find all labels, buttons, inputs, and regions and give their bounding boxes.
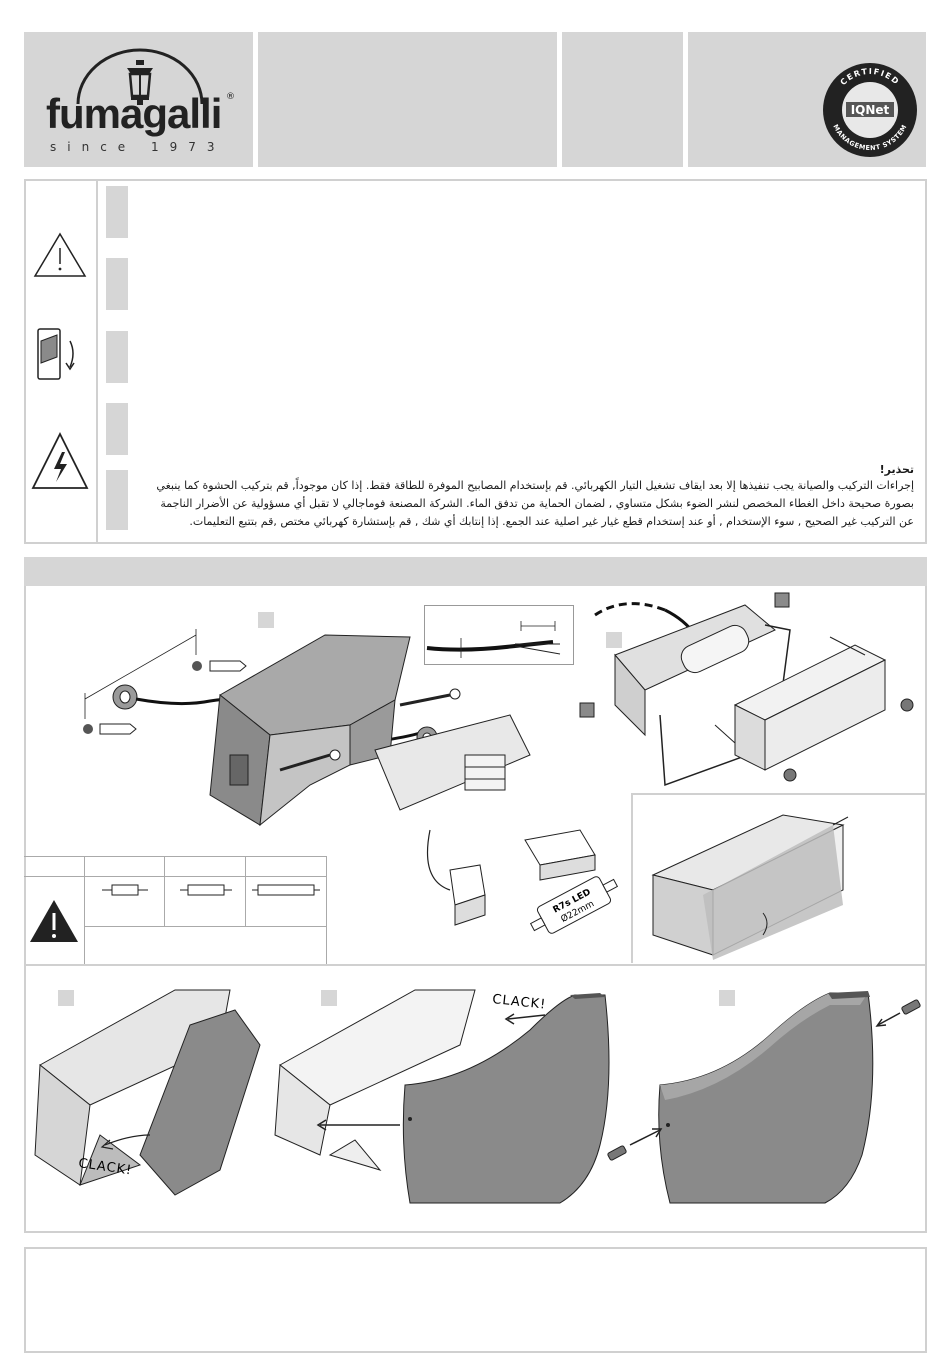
installation-section: [24, 586, 927, 1233]
clack-label-1: CLACK!: [77, 1156, 133, 1178]
warning-title: تحذير!: [879, 463, 914, 476]
figure-2-number: [606, 632, 622, 648]
lamp-long-icon: [252, 884, 320, 896]
lamp-medium-icon: [180, 884, 232, 896]
figure-1-number: [258, 612, 274, 628]
electric-hazard-icon: [31, 431, 89, 489]
cert-name: IQNet: [851, 103, 890, 117]
figure-5-number: [719, 990, 735, 1006]
header-panel-2: [258, 32, 557, 167]
lamp-table-row-line-2: [84, 926, 327, 927]
warnings-divider: [96, 181, 98, 542]
step-secure-screws-illustration: [607, 991, 921, 1204]
lamp-table-row-line: [24, 876, 327, 877]
warning-line-3: عن التركيب غير الصحيح , سوء الإستخدام , …: [189, 515, 914, 528]
step-block-5: [106, 470, 128, 530]
wall-mount-illustration: [83, 629, 531, 827]
lamp-table-col-1: [84, 856, 85, 966]
cable-strip-detail-box: [424, 605, 574, 665]
lamp-table-col-2: [164, 856, 165, 926]
lamp-short-icon: [102, 884, 148, 896]
brand-name: fumagalli: [46, 90, 222, 137]
figure-3-number: [58, 990, 74, 1006]
lamp-table-warning-icon: [30, 900, 78, 942]
header-logo-panel: fumagalli ® since 1973: [24, 32, 253, 167]
brand-since: since 1973: [50, 140, 226, 154]
step-close-housing-illustration: CLACK!: [34, 989, 261, 1196]
lamp-spec-table: [24, 856, 327, 966]
header-panel-3: [562, 32, 683, 167]
warnings-section: [24, 179, 927, 544]
registered-mark: ®: [226, 92, 235, 102]
installation-header-bar: [24, 557, 927, 586]
footer-box: [24, 1247, 927, 1353]
lantern-logo-icon: [76, 48, 204, 105]
step-block-2: [106, 258, 128, 310]
step-attach-cover-illustration: CLACK!: [274, 989, 610, 1204]
lamp-table-col-3: [245, 856, 246, 926]
warning-line-2: بصورة صحيحة داخل الغطاء المخصص لنشر الضو…: [160, 497, 914, 510]
clack-label-2: CLACK!: [492, 992, 547, 1013]
steps-divider: [26, 964, 925, 966]
header-panel-4: CERTIFIED MANAGEMENT SYSTEM IQNet: [688, 32, 926, 167]
step-block-1: [106, 186, 128, 238]
ballast-assembly-illustration: [579, 592, 914, 787]
step-block-4: [106, 403, 128, 455]
iqnet-certified-badge-icon: CERTIFIED MANAGEMENT SYSTEM IQNet: [823, 63, 917, 157]
wiring-connectors-illustration: [426, 829, 596, 926]
diffuser-detail-box: [631, 793, 927, 963]
switch-off-icon: [37, 328, 75, 380]
figure-4-number: [321, 990, 337, 1006]
warning-triangle-icon: [33, 232, 87, 277]
step-block-3: [106, 331, 128, 383]
diffuser-insert-illustration: [651, 814, 849, 960]
cable-strip-illustration: [426, 621, 561, 658]
r7s-led-lamp-illustration: R7s LED Ø22mm: [529, 876, 619, 934]
warning-line-1: إجراءات التركيب والصيانة يجب تنفيذها إلا…: [156, 479, 914, 492]
